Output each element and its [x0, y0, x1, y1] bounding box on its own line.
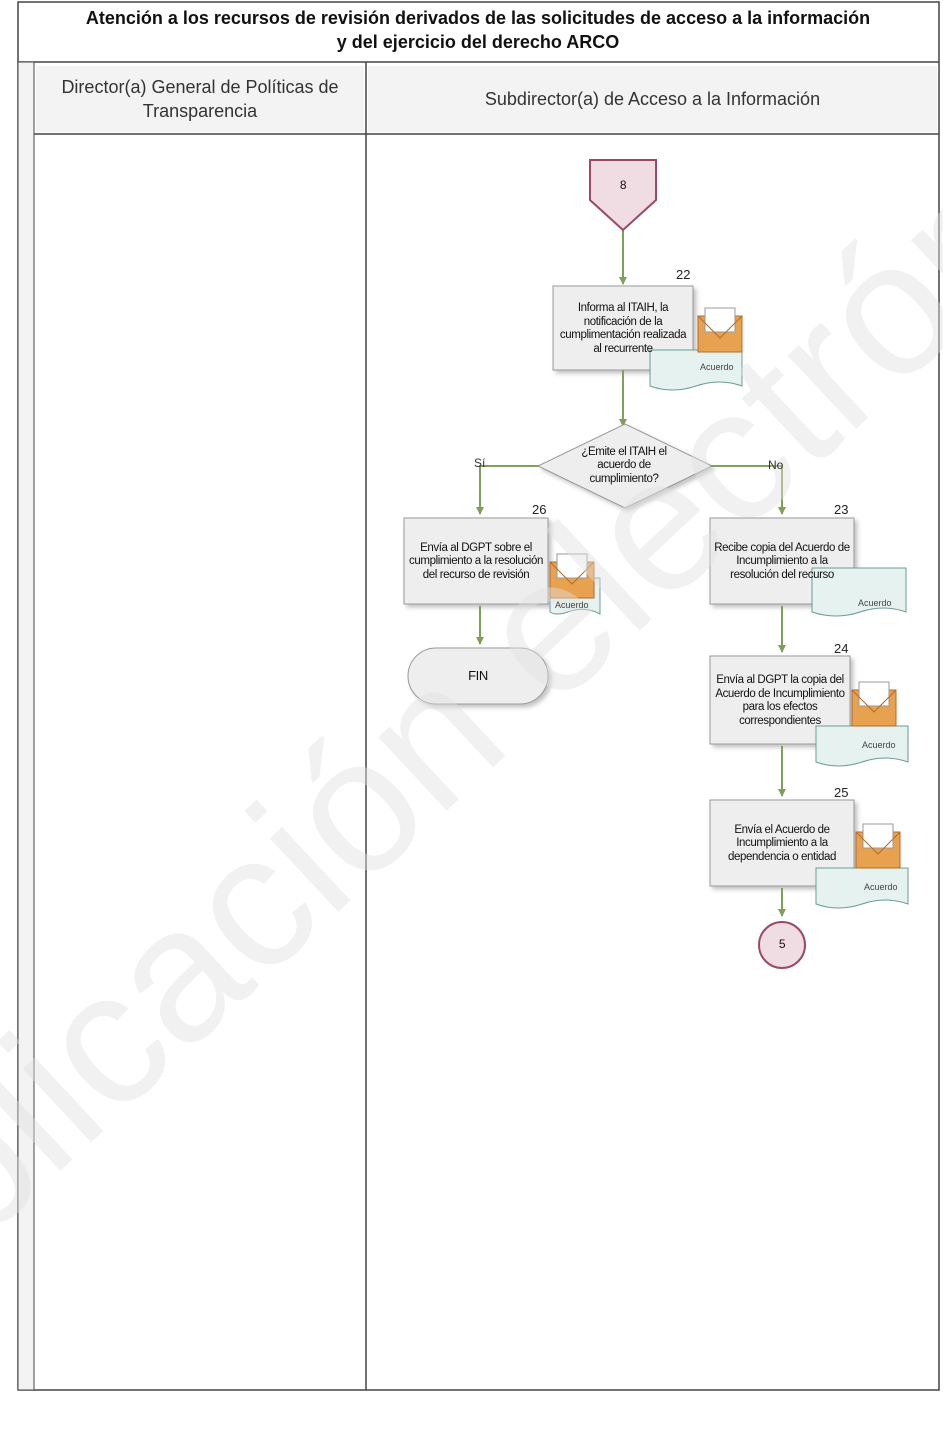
step-26-number: 26: [532, 502, 547, 517]
diagram-title: Atención a los recursos de revisión deri…: [85, 8, 871, 52]
step-22-doc-label: Acuerdo: [700, 362, 734, 372]
decision-diamond: [536, 423, 714, 509]
start-connector: [589, 159, 657, 232]
decision-yes-label: Sí: [474, 456, 486, 470]
envelope-icon: [855, 823, 901, 869]
step-22-text: Informa al ITAIH, la notificación de la …: [559, 302, 687, 355]
step-23-text: Recibe copia del Acuerdo de Incumplimien…: [714, 541, 850, 581]
pool-side-band: [17, 61, 35, 1391]
document-icon: [811, 567, 907, 617]
step-26-text: Envía al DGPT sobre el cumplimiento a la…: [409, 541, 543, 581]
end-terminator-label: FIN: [468, 668, 488, 684]
step-23-number: 23: [834, 502, 849, 517]
step-22-number: 22: [676, 267, 691, 282]
document-icon: [815, 725, 909, 767]
lane-header-subdirector: Subdirector(a) de Acceso a la Informació…: [368, 66, 937, 132]
step-24-text: Envía al DGPT la copia del Acuerdo de In…: [715, 674, 845, 727]
end-terminator: [407, 647, 549, 705]
end-connector: [758, 921, 806, 969]
step-24-doc-label: Acuerdo: [862, 740, 896, 750]
step-26-box: [403, 517, 549, 605]
start-connector-label: 8: [619, 178, 627, 193]
step-23-doc-label: Acuerdo: [858, 598, 892, 608]
step-25-number: 25: [834, 785, 849, 800]
flowchart-canvas: [17, 1, 940, 1391]
decision-text: ¿Emite el ITAIH el acuerdo de cumplimien…: [581, 445, 667, 485]
document-icon: [649, 349, 743, 391]
step-24-number: 24: [834, 641, 849, 656]
end-connector-label: 5: [778, 937, 786, 952]
step-25-doc-label: Acuerdo: [864, 882, 898, 892]
lane-header-director: Director(a) General de Políticas de Tran…: [36, 66, 364, 132]
step-25-text: Envía el Acuerdo de Incumplimiento a la …: [728, 823, 836, 863]
step-26-doc-label: Acuerdo: [555, 600, 589, 610]
document-icon: [815, 867, 909, 909]
envelope-icon: [851, 681, 897, 727]
envelope-icon: [549, 553, 595, 599]
envelope-icon: [697, 307, 743, 353]
decision-no-label: No: [768, 458, 784, 472]
